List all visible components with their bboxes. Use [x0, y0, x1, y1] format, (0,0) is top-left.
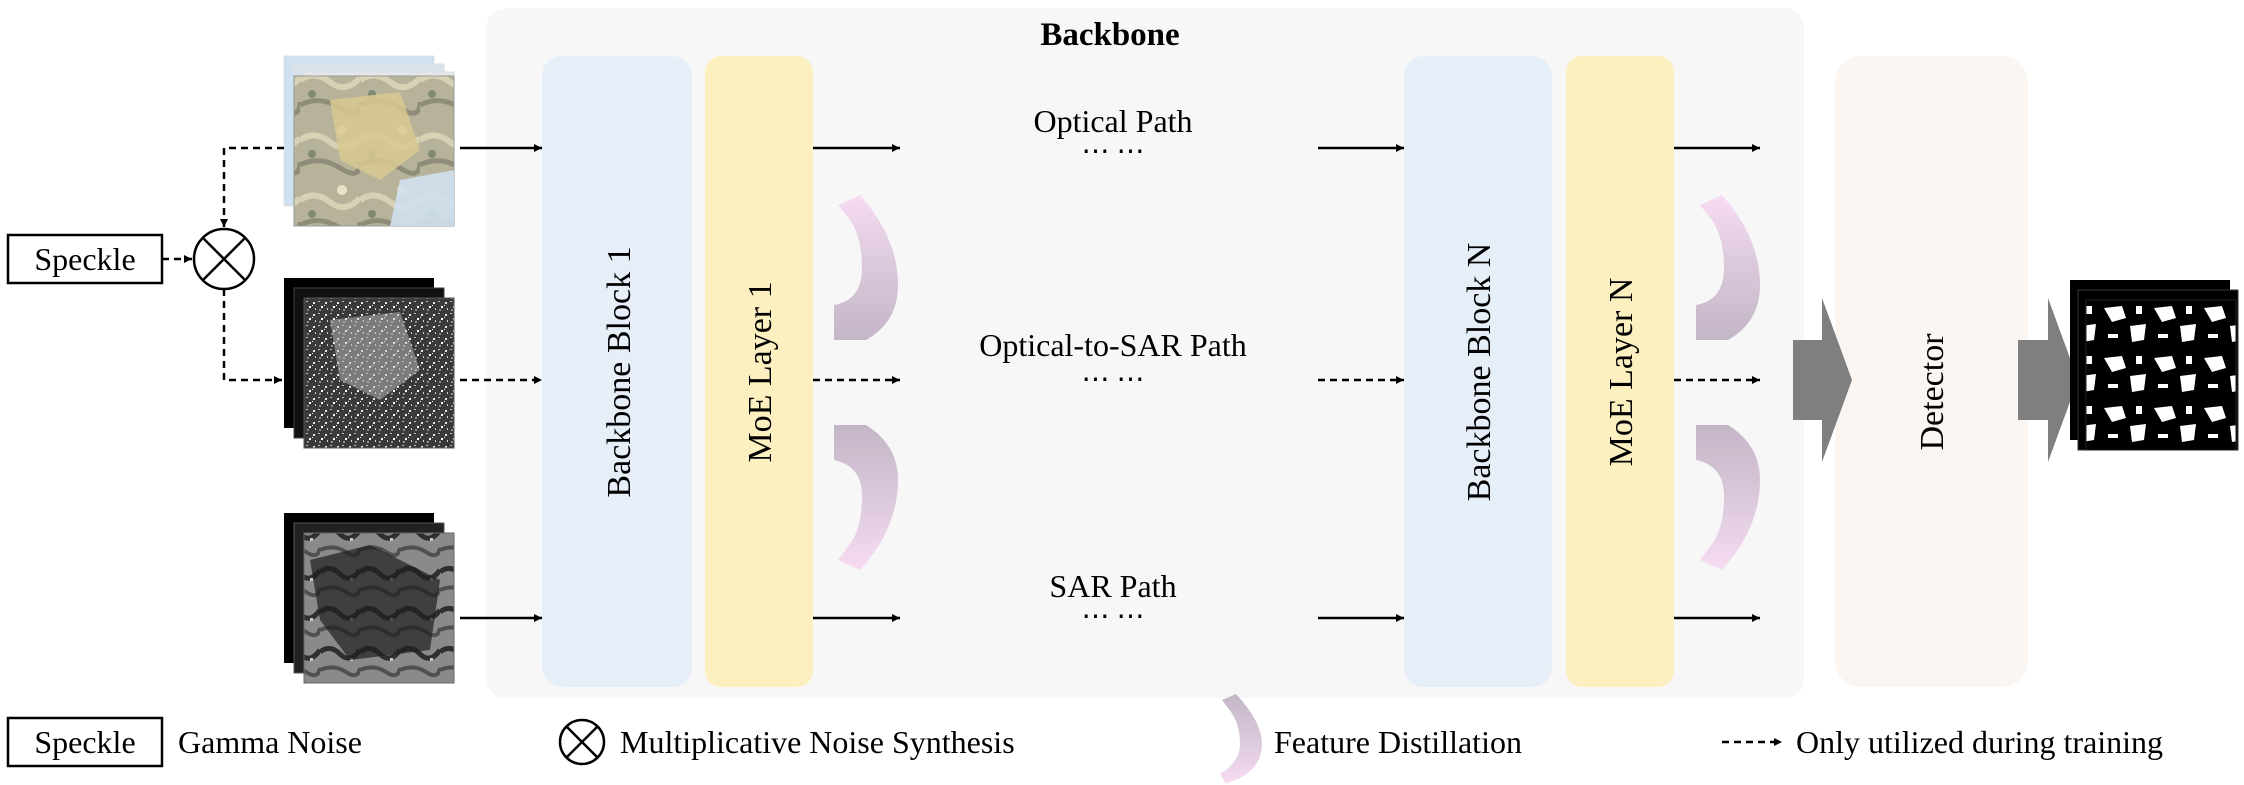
optical-to-sar-path-ellipsis: ⋯ ⋯	[1082, 364, 1145, 395]
detector-block	[1835, 56, 2028, 687]
moe-layer-n-label: MoE Layer N	[1603, 278, 1640, 467]
speckle-input-label: Speckle	[34, 241, 135, 277]
sar-path-ellipsis: ⋯ ⋯	[1082, 601, 1145, 632]
legend-distill-icon	[1220, 694, 1262, 784]
legend-speckle-box	[6, 716, 164, 768]
distill-arrow-n-bottom	[1696, 425, 1760, 570]
detector-label: Detector	[1914, 333, 1951, 451]
legend-dashed-desc: Only utilized during training	[1796, 724, 2163, 760]
speckle-dashed-connectors	[162, 146, 284, 384]
optical-path-ellipsis: ⋯ ⋯	[1082, 136, 1145, 167]
distill-arrow-1-top	[834, 195, 898, 340]
distill-arrow-n-top	[1696, 195, 1760, 340]
optical-image-stack	[283, 55, 455, 227]
backbone-block-1	[542, 56, 692, 687]
to-output-arrow	[2018, 298, 2078, 462]
optical-to-sar-path-label: Optical-to-SAR Path	[979, 327, 1247, 363]
backbone-block-n	[1404, 56, 1552, 687]
moe-layer-1	[705, 56, 813, 687]
speckle-input-box	[6, 233, 164, 285]
optical-path-label: Optical Path	[1033, 103, 1192, 139]
moe-layer-1-label: MoE Layer 1	[742, 281, 779, 462]
backbone-block-1-label: Backbone Block 1	[601, 246, 638, 497]
backbone-block-n-label: Backbone Block N	[1461, 243, 1498, 502]
sar-path-label: SAR Path	[1049, 568, 1176, 604]
noisy-sar-image-stack	[284, 278, 455, 449]
to-detector-arrow	[1793, 298, 1852, 462]
moe-layer-n	[1566, 56, 1674, 687]
multiply-node	[192, 227, 256, 291]
legend-mult-desc: Multiplicative Noise Synthesis	[620, 724, 1015, 760]
legend-distill-desc: Feature Distillation	[1274, 724, 1522, 760]
backbone-title: Backbone	[1040, 17, 1179, 53]
legend-multiply-icon	[558, 718, 606, 766]
sar-image-stack	[284, 513, 455, 684]
output-mask-stack	[2070, 280, 2239, 451]
legend-speckle-label: Speckle	[34, 724, 135, 760]
distill-arrow-1-bottom	[834, 425, 898, 570]
legend-speckle-desc: Gamma Noise	[178, 724, 362, 760]
